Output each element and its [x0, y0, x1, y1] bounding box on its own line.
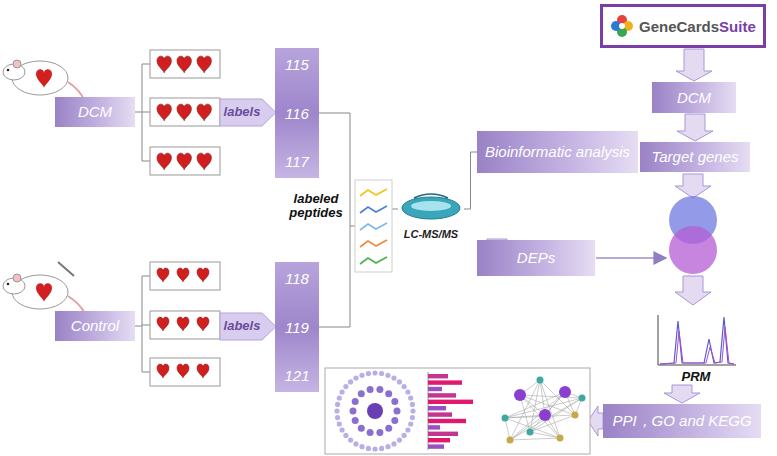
labels-arrow	[220, 99, 276, 126]
heart-icon	[157, 104, 171, 121]
node-text: Bioinformatic analysis	[485, 143, 630, 160]
connector	[664, 385, 700, 403]
node-text: Target genes	[651, 148, 738, 165]
heart-icon	[157, 364, 169, 378]
heart-box	[150, 98, 220, 126]
tmt-label: 118	[285, 270, 309, 287]
peptide-line	[360, 240, 387, 247]
node-text: DCM	[78, 103, 112, 120]
venn-circle	[669, 226, 717, 274]
heart-icon	[157, 56, 171, 73]
peptide-line	[360, 206, 387, 213]
peptide-line	[360, 189, 387, 196]
tmt-label: 116	[285, 105, 309, 122]
logo-icon	[610, 14, 634, 38]
heart-icon	[177, 56, 191, 73]
logo-text: Suite	[719, 18, 756, 35]
logo-box: GeneCardsSuite	[600, 4, 766, 48]
chart-node: PRM	[652, 308, 740, 384]
peptide-box	[355, 180, 392, 272]
heart-icon	[197, 153, 211, 170]
process-box: DCM	[652, 82, 736, 113]
heart-icon	[197, 364, 209, 378]
node-text: PRM	[682, 369, 711, 384]
results-figures	[334, 370, 585, 451]
instrument-icon	[400, 188, 462, 228]
process-box: Bioinformatic analysis	[477, 131, 638, 173]
connector	[464, 152, 477, 209]
tmt-label: 115	[285, 56, 309, 73]
heart-icon	[197, 104, 211, 121]
heart-box	[150, 50, 220, 78]
process-box: PPI，GO and KEGG	[603, 404, 761, 438]
heart-icon	[177, 364, 189, 378]
arrow-label: labels	[220, 319, 264, 333]
rat-icon	[3, 60, 84, 100]
flow-arrow	[596, 257, 666, 259]
labels-arrow	[220, 313, 276, 340]
heart-icon	[197, 268, 209, 282]
heart-icon	[177, 104, 191, 121]
arrow-label: labels	[220, 105, 264, 119]
fan-lines	[135, 64, 398, 372]
prm-chart	[654, 313, 738, 369]
instrument-node: LC-MS/MS	[398, 178, 464, 240]
peptide-lines	[360, 189, 387, 264]
flow-arrow	[675, 276, 711, 305]
node-text: LC-MS/MS	[404, 228, 458, 240]
process-box: DCM	[55, 97, 135, 127]
connector	[676, 49, 712, 81]
results-panel	[325, 368, 590, 454]
node-text: DCM	[677, 89, 711, 106]
label-box: 115 116 117	[275, 48, 319, 178]
node-text: PPI，GO and KEGG	[612, 412, 751, 429]
heart-icon	[177, 153, 191, 170]
heart-box	[150, 311, 220, 339]
process-box: Target genes	[640, 142, 750, 172]
process-box: DEPs	[477, 240, 595, 276]
peptide-line	[360, 257, 387, 264]
note-label: labeled peptides	[286, 192, 346, 221]
heart-box	[150, 147, 220, 175]
node-text: DEPs	[517, 249, 555, 266]
flow-arrow	[675, 174, 711, 198]
heart-box	[150, 262, 220, 290]
logo-text: GeneCards	[639, 18, 719, 35]
rat-icon	[3, 262, 84, 312]
heart-icon	[197, 317, 209, 331]
process-box: Control	[55, 311, 135, 341]
heart-icon	[157, 317, 169, 331]
peptide-line	[360, 223, 387, 230]
tmt-label: 117	[285, 153, 309, 170]
node-text: Control	[71, 317, 119, 334]
heart-icon	[157, 268, 169, 282]
heart-icon	[197, 56, 211, 73]
heart-boxes	[150, 50, 220, 386]
connector	[677, 114, 713, 141]
heart-box	[150, 358, 220, 386]
tmt-label: 121	[284, 367, 309, 384]
heart-icon	[157, 153, 171, 170]
label-box: 118 119 121	[275, 262, 319, 392]
heart-icon	[177, 317, 189, 331]
tmt-label: 119	[285, 319, 309, 336]
heart-icon	[177, 268, 189, 282]
